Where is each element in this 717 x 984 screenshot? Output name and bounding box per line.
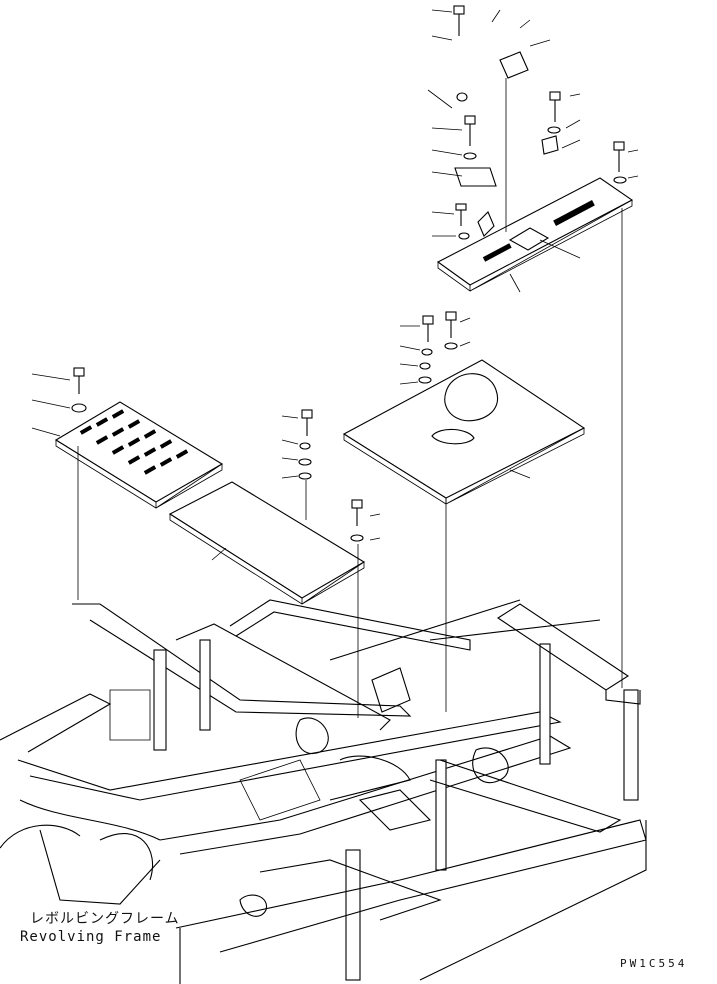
caption-english: Revolving Frame [20,929,162,945]
left-perforated-cover [31,367,224,600]
bolt-top-2 [549,91,561,122]
bolt-top-5 [455,203,467,226]
bolt-top-1 [453,5,465,36]
bolt-top-4 [613,141,625,172]
large-floor-cover [342,311,586,712]
figure-code: PW1C554 [620,957,688,970]
vent-slots-right [553,200,595,226]
perforation-grid [79,409,189,475]
revolving-frame [0,599,647,984]
vent-slots-left [482,243,512,262]
top-right-cover-assembly [427,5,639,688]
center-plate [168,409,381,718]
bolt-top-3 [464,115,476,146]
caption-japanese: レボルビングフレーム [30,911,180,927]
